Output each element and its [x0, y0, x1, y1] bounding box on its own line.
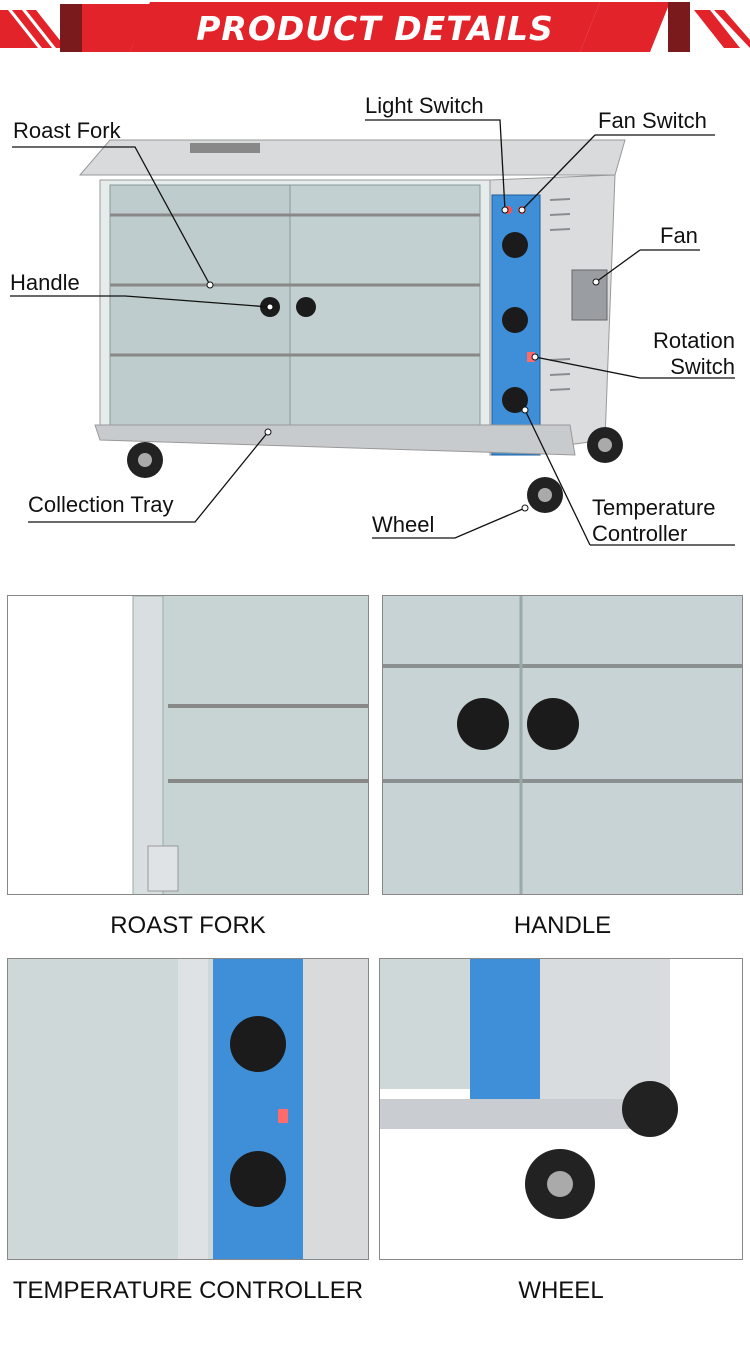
top-plate	[78, 139, 626, 176]
callout-fan: Fan	[660, 223, 698, 248]
detail-image-wheel	[379, 958, 743, 1260]
caption-handle: HANDLE	[513, 912, 612, 939]
right-glass-door	[289, 184, 481, 426]
collection-tray	[94, 424, 576, 456]
caption-wheel: WHEEL	[518, 1277, 604, 1304]
control-knob	[502, 307, 528, 333]
callout-collection-tray: Collection Tray	[28, 492, 174, 517]
caption-roast-fork: ROAST FORK	[110, 912, 266, 939]
fan-icon	[571, 269, 608, 321]
caption-temperature-controller: TEMPERATURE CONTROLLER	[12, 1277, 364, 1304]
temperature-knob	[502, 387, 528, 413]
detail-image-roast-fork	[7, 595, 369, 895]
top-vent	[190, 143, 260, 153]
control-knob	[502, 232, 528, 258]
callout-fan-switch: Fan Switch	[598, 108, 707, 133]
callout-temperature-controller: Temperature Controller	[592, 495, 716, 546]
callout-wheel: Wheel	[372, 512, 435, 537]
detail-image-temperature-controller	[7, 958, 369, 1260]
callout-handle: Handle	[10, 270, 80, 295]
rotisserie-oven-illustration	[10, 119, 735, 546]
callout-light-switch: Light Switch	[365, 93, 484, 118]
header-banner: PRODUCT DETAILS	[0, 0, 750, 58]
banner-graphic	[0, 2, 750, 52]
detail-image-handle	[382, 595, 743, 895]
handle-knob-right	[296, 297, 316, 317]
page-title: PRODUCT DETAILS	[196, 8, 554, 48]
rotation-switch	[527, 352, 535, 362]
callout-rotation-switch: Rotation Switch	[653, 328, 735, 379]
callout-roast-fork: Roast Fork	[13, 118, 121, 143]
left-glass-door	[109, 184, 291, 426]
